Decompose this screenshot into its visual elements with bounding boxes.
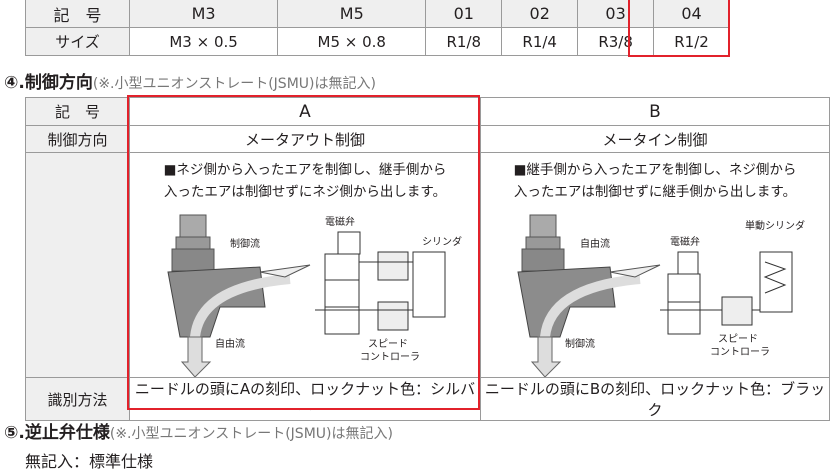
valve-label: 電磁弁 [670,235,700,248]
empty-label [25,152,130,378]
section-note: (※.小型ユニオンストレート(JSMU)は無記入) [109,426,393,442]
section-title: ④.制御方向 [4,73,93,93]
cylinder-label: シリンダ [422,235,462,248]
meter-in-diagram: 自由流 制御流 電磁弁 単動シリンダ スピード コントローラ [517,214,805,377]
controlled-flow-label: 制御流 [565,337,595,350]
desc-line: ■ネジ側から入ったエアを制御し、継手側から [163,162,447,178]
desc-line: ■継手側から入ったエアを制御し、ネジ側から [513,162,797,178]
size-cell: R1/4 [501,27,579,56]
size-cell: R1/8 [425,27,503,56]
size-cell: M3 × 0.5 [128,27,279,56]
speed-controller-label: スピード [368,338,408,350]
standard-spec-line: 無記入：標準仕様 [25,452,154,471]
code-header: 記 号 [25,0,130,28]
identify-header: 識別方法 [25,377,130,421]
speed-controller-label: コントローラ [360,351,420,363]
speed-controller-label: コントローラ [710,346,770,358]
control-table: 記 号 A B 制御方向 メータアウト制御 メータイン制御 ■ネジ側から入ったエ… [25,97,830,421]
code-cell: 01 [425,0,503,28]
code-cell: 02 [501,0,579,28]
highlight-box [628,0,730,57]
valve-label: 電磁弁 [325,215,355,228]
desc-line: 入ったエアは制御せずに継手側から出します。 [513,184,797,200]
size-cell: M5 × 0.8 [277,27,427,56]
controlled-flow-label: 制御流 [230,237,260,250]
meter-out-diagram: 制御流 自由流 電磁弁 シリンダ スピード コントローラ [167,214,462,377]
section-title: ⑤.逆止弁仕様 [4,423,110,443]
code-cell: 03 [577,0,655,28]
code-cell: M5 [277,0,427,28]
direction-b: メータイン制御 [480,125,830,153]
speed-controller-label: スピード [718,333,758,345]
size-header: サイズ [25,27,130,56]
cylinder-label: 単動シリンダ [745,219,805,232]
code-cell: M3 [128,0,279,28]
code-a: A [129,97,481,126]
free-flow-label: 自由流 [580,237,610,250]
code-header: 記 号 [25,97,130,126]
highlight-box [127,95,480,410]
size-table: 記 号 M3 M5 01 02 03 04 サイズ M3 × 0.5 M5 × … [25,0,730,56]
section4-heading: ④.制御方向(※.小型ユニオンストレート(JSMU)は無記入) [4,68,376,93]
size-cell: R3/8 [577,27,655,56]
free-flow-label: 自由流 [215,337,245,350]
section-note: (※.小型ユニオンストレート(JSMU)は無記入) [92,76,376,92]
section5-heading: ⑤.逆止弁仕様(※.小型ユニオンストレート(JSMU)は無記入) [4,418,393,443]
description-b: ■継手側から入ったエアを制御し、ネジ側から入ったエアは制御せずに継手側から出しま… [480,152,830,378]
identify-b: ニードルの頭にBの刻印、ロックナット色：ブラック [480,377,830,421]
direction-header: 制御方向 [25,125,130,153]
code-b: B [480,97,830,126]
desc-line: 入ったエアは制御せずにネジ側から出します。 [163,184,447,200]
identify-a: ニードルの頭にAの刻印、ロックナット色：シルバー [129,377,481,421]
